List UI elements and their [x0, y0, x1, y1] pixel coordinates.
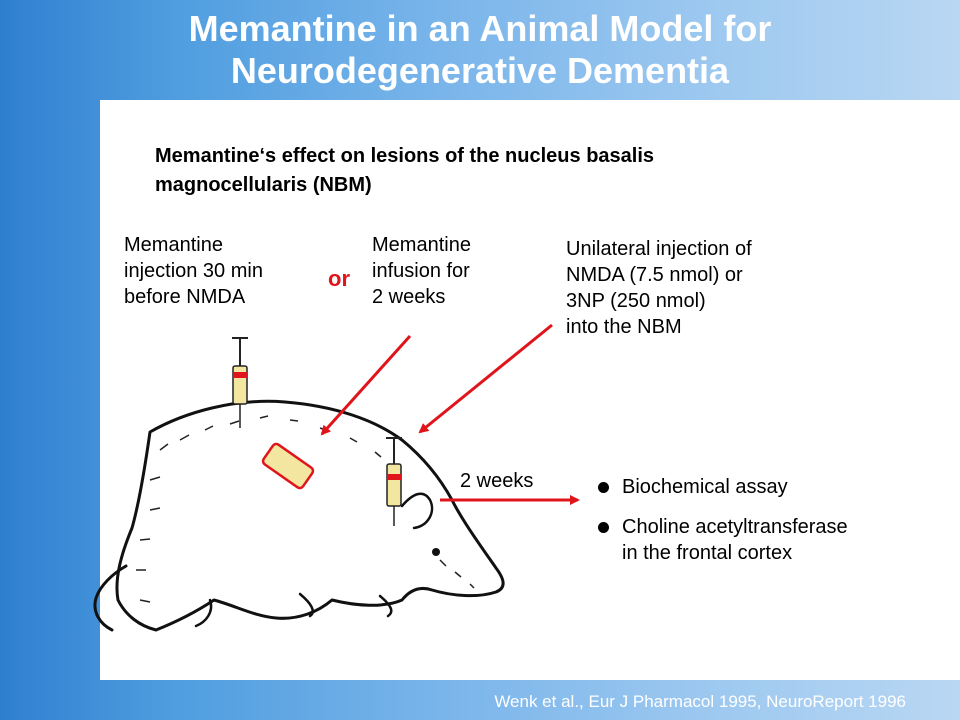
rat-eye — [432, 548, 440, 556]
or-label: or — [328, 266, 350, 291]
slide-title: Memantine in an Animal Model for Neurode… — [0, 8, 960, 92]
outcome-line: in the frontal cortex — [622, 542, 793, 564]
title-line-1: Memantine in an Animal Model for — [188, 8, 772, 49]
injection-label: Memantine injection 30 min before NMDA — [124, 232, 263, 310]
citation: Wenk et al., Eur J Pharmacol 1995, Neuro… — [494, 692, 906, 711]
subtitle-line-1: Memantine‘s effect on lesions of the nuc… — [155, 145, 655, 167]
unilateral-arrow — [418, 323, 553, 434]
injection-label-line: before NMDA — [124, 286, 246, 308]
rat-fur-texture — [136, 415, 475, 603]
unilateral-label-line: 3NP (250 nmol) — [566, 290, 706, 312]
two-weeks-label: 2 weeks — [460, 470, 534, 492]
infusion-arrow — [320, 334, 412, 436]
infusion-pump-icon — [261, 442, 315, 490]
unilateral-label-line: into the NBM — [566, 316, 682, 338]
outcome-item: Choline acetyltransferase in the frontal… — [598, 514, 848, 566]
unilateral-label: Unilateral injection of NMDA (7.5 nmol) … — [566, 236, 752, 340]
bullet-icon — [598, 482, 609, 493]
syringe-nbm-icon — [386, 437, 402, 526]
infusion-label-line: infusion for — [372, 260, 470, 282]
unilateral-label-line: NMDA (7.5 nmol) or — [566, 264, 743, 286]
outcome-line: Biochemical assay — [622, 476, 788, 498]
subtitle-line-2: magnocellularis (NBM) — [155, 174, 372, 196]
infusion-label-line: 2 weeks — [372, 286, 446, 308]
title-line-2: Neurodegenerative Dementia — [230, 50, 730, 91]
unilateral-label-line: Unilateral injection of — [566, 238, 752, 260]
outcome-item: Biochemical assay — [598, 474, 848, 500]
infusion-label: Memantine infusion for 2 weeks — [372, 232, 471, 310]
syringe-head-icon — [232, 337, 248, 428]
bullet-icon — [598, 522, 609, 533]
outcome-line: Choline acetyltransferase — [622, 516, 848, 538]
rat-illustration — [93, 399, 505, 632]
outcome-list: Biochemical assay Choline acetyltransfer… — [598, 474, 848, 580]
slide-subtitle: Memantine‘s effect on lesions of the nuc… — [155, 142, 855, 200]
infusion-label-line: Memantine — [372, 234, 471, 256]
injection-label-line: injection 30 min — [124, 260, 263, 282]
injection-label-line: Memantine — [124, 234, 223, 256]
